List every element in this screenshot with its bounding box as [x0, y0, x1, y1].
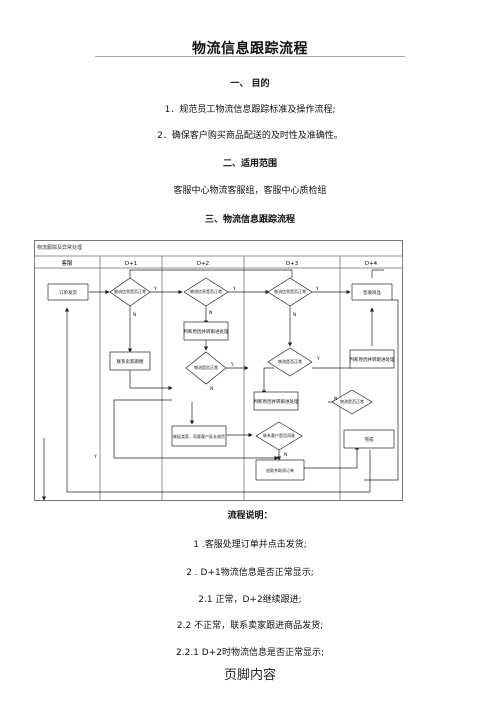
- lane-d2: D+2: [197, 261, 209, 267]
- box-judge-d2: [183, 321, 229, 341]
- diamond-d2-normal-label: 物流信息是否正常: [190, 288, 222, 294]
- lane-d3: D+3: [286, 261, 299, 267]
- diamond-d4-normal-label: 物流是否正常: [340, 398, 364, 404]
- section-scope-heading: 二、适用范围: [222, 159, 277, 169]
- box-done: [343, 429, 395, 449]
- box-refund-label: 退款并取消订单: [266, 467, 294, 473]
- label-no-1: N: [133, 312, 136, 318]
- diamond-d2-normal: [183, 277, 229, 307]
- flow-explain-heading: 流程说明：: [227, 511, 273, 521]
- diamond-d1b-normal-label: 物流是否正常: [194, 364, 218, 370]
- flow-explain-item-1: 1 .客服处理订单并点击发货;: [193, 540, 307, 550]
- diamond-d3-normal: [267, 277, 313, 307]
- diamond-d1b-normal: [185, 351, 227, 385]
- diamond-d1-normal-label: 物流信息是否正常: [114, 288, 146, 294]
- label-yes-6: Y: [93, 454, 97, 460]
- purpose-item-1: 1．规范员工物流信息跟踪标准及操作流程;: [164, 105, 336, 115]
- doc-title: 物流信息跟踪流程: [192, 41, 308, 57]
- diamond-customer-accept-label: 联系客户是否同意: [263, 432, 295, 438]
- box-judge-d4: [349, 349, 395, 369]
- box-contact-seller: [109, 351, 151, 371]
- diamond-d1-normal: [109, 277, 151, 307]
- label-no-6: N: [284, 452, 287, 458]
- box-order-ship-label: 订单发货: [59, 289, 77, 296]
- title-divider: [95, 56, 405, 57]
- label-yes-2: Y: [232, 286, 236, 292]
- label-yes-5: Y: [316, 356, 320, 362]
- label-yes-3: Y: [315, 286, 319, 292]
- label-no-5: N: [334, 396, 337, 402]
- lane-d1: D+1: [125, 261, 137, 267]
- box-sign: [351, 283, 393, 301]
- diamond-d3-normal-label: 物流信息是否正常: [274, 288, 306, 294]
- diamond-d3b-normal-label: 物流是否正常: [278, 358, 302, 364]
- box-judge-d3: [253, 391, 299, 411]
- box-judge-d3-label: 判断原因并转跟进处理: [254, 398, 299, 405]
- flow-explain-item-4: 2.2 不正常，联系卖家跟进商品发货;: [176, 621, 324, 631]
- label-no-3: N: [293, 312, 296, 318]
- section-purpose-heading: 一、 目的: [230, 79, 270, 89]
- section-flow-heading: 三、物流信息跟踪流程: [204, 215, 295, 225]
- flow-explain-item-3: 2.1 正常，D+2继续跟进;: [198, 595, 302, 605]
- box-notify-label: 催促卖家，同意客户延长收货: [173, 433, 225, 439]
- diamond-d3b-normal: [267, 347, 313, 377]
- flow-explain-item-5: 2.2.1 D+2时物流信息是否正常显示;: [176, 648, 324, 658]
- box-sign-label: 签收商品: [363, 289, 381, 296]
- box-refund: [255, 459, 305, 481]
- lane-d4: D+4: [365, 261, 378, 267]
- diamond-d4-normal: [331, 389, 373, 415]
- box-contact-seller-label: 联系卖家跟催: [117, 358, 144, 365]
- label-yes-1: Y: [153, 286, 157, 292]
- label-no-2: N: [209, 310, 212, 316]
- purpose-item-2: 2．确保客户购买商品配送的及时性及准确性。: [157, 131, 343, 141]
- flow-header: 物流跟踪及异常处理: [37, 244, 82, 251]
- box-done-label: 完成: [365, 436, 374, 443]
- label-no-4: N: [210, 386, 213, 392]
- diamond-customer-accept: [255, 421, 303, 451]
- box-notify: [171, 425, 227, 447]
- flowchart: 物流跟踪及异常处理 客服 D+1 D+2 D+3 D+4: [34, 240, 403, 501]
- scope-text: 客服中心物流客服组，客服中心质检组: [173, 186, 327, 196]
- page-footer: 页脚内容: [223, 668, 276, 683]
- box-order-ship: [47, 283, 89, 301]
- lane-kefu: 客服: [61, 259, 73, 267]
- flow-explain-item-2: 2 . D+1物流信息是否正常显示;: [186, 568, 314, 578]
- label-yes-4: Y: [230, 362, 234, 368]
- box-judge-d4-label: 判断原因并转跟进处理: [350, 356, 395, 363]
- box-judge-d2-label: 判断原因并转跟进处理: [184, 328, 229, 335]
